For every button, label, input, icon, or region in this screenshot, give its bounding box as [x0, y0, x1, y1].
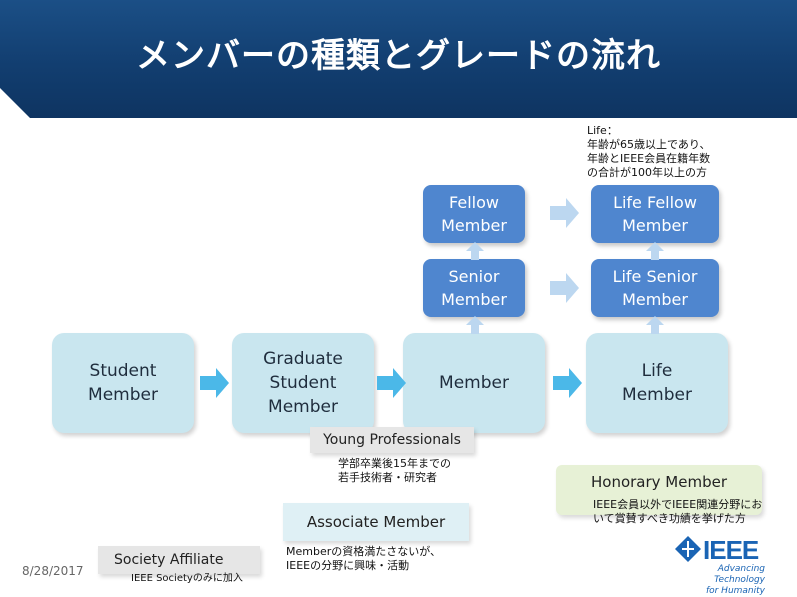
student-member-box: Student Member [52, 333, 194, 433]
associate-member-label: Associate Member [283, 503, 469, 541]
arrow-up-icon [646, 316, 664, 334]
arrow-right-faint-icon [550, 198, 579, 228]
arrow-right-icon [553, 368, 582, 398]
arrow-up-icon [466, 242, 484, 260]
life-member-box: Life Member [586, 333, 728, 433]
arrow-right-faint-icon [550, 273, 579, 303]
society-affiliate-note: IEEE Societyのみに加入 [131, 573, 243, 584]
graduate-student-member-box: Graduate Student Member [232, 333, 374, 433]
ieee-logo-text: IEEE [703, 535, 759, 565]
society-affiliate-label: Society Affiliate [98, 546, 260, 574]
slide-date: 8/28/2017 [22, 564, 84, 578]
ieee-logo: IEEE Advancing Technology for Humanity [673, 532, 773, 596]
arrow-up-icon [646, 242, 664, 260]
ieee-tagline: Advancing Technology for Humanity [705, 564, 765, 596]
member-box: Member [403, 333, 545, 433]
fellow-member-box: Fellow Member [423, 185, 525, 243]
life-fellow-member-box: Life Fellow Member [591, 185, 719, 243]
life-criteria-note: Life： 年齢が65歳以上であり、 年齢とIEEE会員在籍年数 の合計が100… [587, 124, 711, 179]
honorary-member-label: Honorary Member [556, 465, 762, 515]
arrow-right-icon [377, 368, 406, 398]
arrow-up-icon [466, 316, 484, 334]
young-professionals-note: 学部卒業後15年までの 若手技術者・研究者 [338, 457, 451, 484]
title-banner [0, 0, 797, 118]
arrow-right-icon [200, 368, 229, 398]
associate-member-note: Memberの資格満たさないが、 IEEEの分野に興味・活動 [286, 545, 442, 572]
honorary-member-note: IEEE会員以外でIEEE関連分野にお いて賞賛すべき功績を挙げた方 [593, 498, 763, 525]
young-professionals-label: Young Professionals [310, 427, 474, 453]
page-title: メンバーの種類とグレードの流れ [136, 36, 661, 76]
senior-member-box: Senior Member [423, 259, 525, 317]
life-senior-member-box: Life Senior Member [591, 259, 719, 317]
ieee-kite-icon [675, 536, 701, 562]
